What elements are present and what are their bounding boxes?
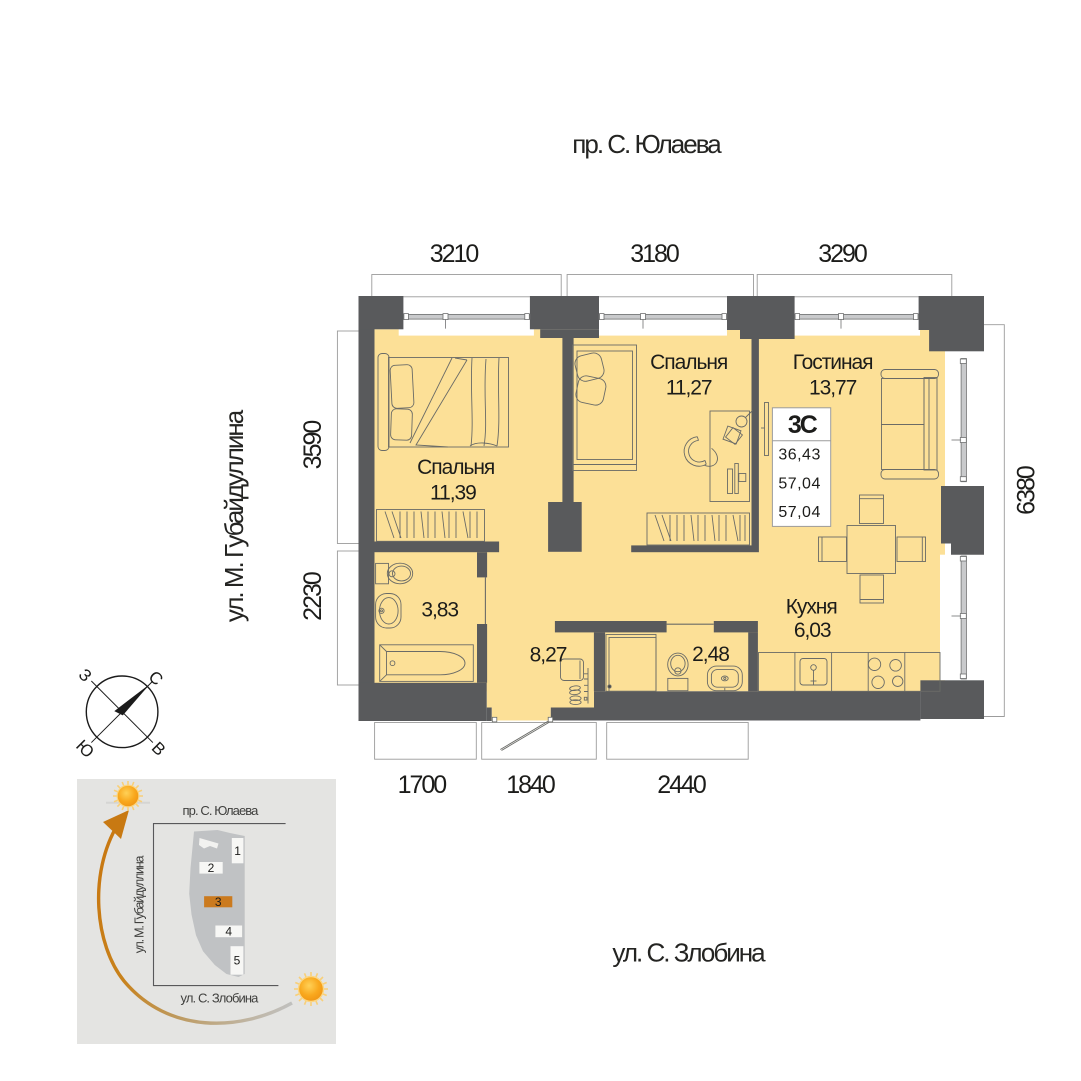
- svg-text:11,39: 11,39: [430, 482, 476, 505]
- svg-text:6,03: 6,03: [794, 619, 831, 642]
- svg-text:Кухня: Кухня: [786, 596, 837, 619]
- svg-text:3,83: 3,83: [421, 599, 458, 622]
- svg-text:ул. М. Губайдуллина: ул. М. Губайдуллина: [219, 409, 249, 622]
- svg-text:2440: 2440: [657, 771, 706, 799]
- svg-text:57,04: 57,04: [778, 476, 821, 493]
- svg-text:Спальня: Спальня: [417, 456, 494, 479]
- svg-text:6380: 6380: [1013, 466, 1041, 515]
- svg-text:3С: 3С: [788, 411, 818, 439]
- svg-text:пр. С. Юлаева: пр. С. Юлаева: [572, 129, 722, 159]
- svg-text:пр. С. Юлаева: пр. С. Юлаева: [183, 803, 260, 818]
- svg-text:57,04: 57,04: [778, 504, 821, 521]
- svg-text:3210: 3210: [430, 240, 479, 268]
- svg-text:2,48: 2,48: [692, 643, 729, 666]
- svg-text:ул. С. Злобина: ул. С. Злобина: [181, 991, 260, 1006]
- svg-text:36,43: 36,43: [778, 447, 821, 464]
- svg-text:1700: 1700: [398, 771, 447, 799]
- svg-text:13,77: 13,77: [809, 377, 857, 400]
- svg-text:Гостиная: Гостиная: [793, 351, 873, 374]
- svg-text:11,27: 11,27: [666, 377, 712, 400]
- svg-text:3: 3: [215, 895, 222, 909]
- svg-text:2230: 2230: [299, 572, 327, 621]
- svg-text:3590: 3590: [299, 421, 327, 470]
- svg-text:1: 1: [234, 844, 241, 858]
- svg-text:5: 5: [234, 954, 241, 968]
- svg-text:3180: 3180: [630, 240, 679, 268]
- svg-text:3290: 3290: [818, 240, 867, 268]
- svg-text:ул. М. Губайдуллина: ул. М. Губайдуллина: [133, 855, 147, 953]
- svg-text:ул. С. Злобина: ул. С. Злобина: [612, 938, 766, 968]
- svg-text:Спальня: Спальня: [650, 351, 727, 374]
- svg-text:2: 2: [208, 861, 215, 875]
- svg-text:1840: 1840: [506, 771, 555, 799]
- svg-text:8,27: 8,27: [530, 644, 567, 667]
- svg-text:4: 4: [225, 925, 232, 939]
